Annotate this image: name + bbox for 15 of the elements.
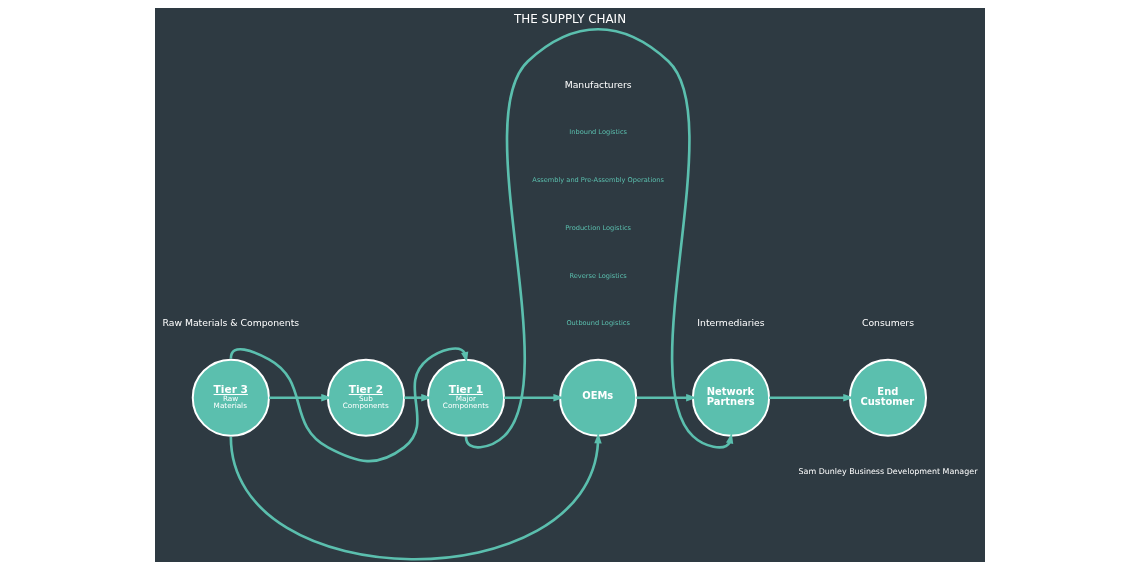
label: Consumers	[861, 316, 914, 328]
node-circle: Network Partners	[691, 358, 771, 437]
arrow	[636, 394, 697, 402]
arrow	[404, 394, 432, 402]
arrow	[229, 347, 469, 463]
node-circle: End Customer	[848, 358, 928, 437]
arrow	[504, 394, 564, 402]
diagram-title: THE SUPPLY CHAIN	[513, 11, 627, 26]
arrow	[769, 394, 854, 402]
arrow	[268, 394, 332, 402]
label: Manufacturers	[564, 78, 632, 90]
label: Intermediaries	[697, 316, 765, 328]
arrow	[229, 432, 602, 561]
node-circle: OEMs	[559, 358, 638, 437]
label: Raw Materials & Components	[162, 316, 300, 328]
